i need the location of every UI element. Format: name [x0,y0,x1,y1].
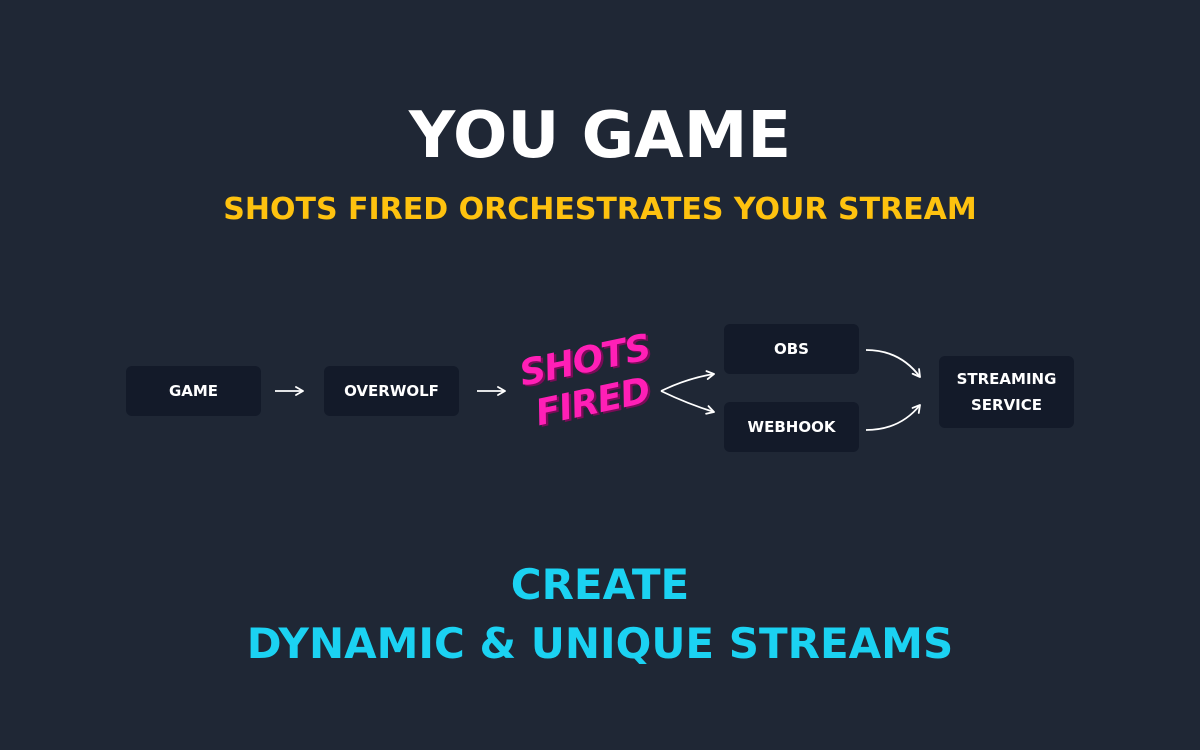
node-streaming-label: STREAMING SERVICE [957,366,1057,418]
arrow-logo-to-obs [660,370,715,392]
page-title: YOU GAME [408,99,792,173]
footer-line-2: DYNAMIC & UNIQUE STREAMS [246,619,954,668]
node-webhook: WEBHOOK [724,402,859,452]
node-streaming-line-2: SERVICE [970,396,1043,414]
node-game: GAME [126,366,261,416]
node-overwolf: OVERWOLF [324,366,459,416]
arrow-webhook-to-streaming [865,404,921,431]
node-streaming-service: STREAMING SERVICE [939,356,1074,428]
node-obs: OBS [724,324,859,374]
node-obs-label: OBS [774,340,809,358]
arrow-obs-to-streaming [865,349,921,378]
node-webhook-label: WEBHOOK [747,418,836,436]
page-subtitle: SHOTS FIRED ORCHESTRATES YOUR STREAM [223,192,977,227]
arrow-logo-to-webhook [660,390,715,415]
node-streaming-line-1: STREAMING [956,370,1057,388]
node-overwolf-label: OVERWOLF [344,382,439,400]
footer-line-1: CREATE [510,560,690,609]
node-game-label: GAME [168,382,219,400]
